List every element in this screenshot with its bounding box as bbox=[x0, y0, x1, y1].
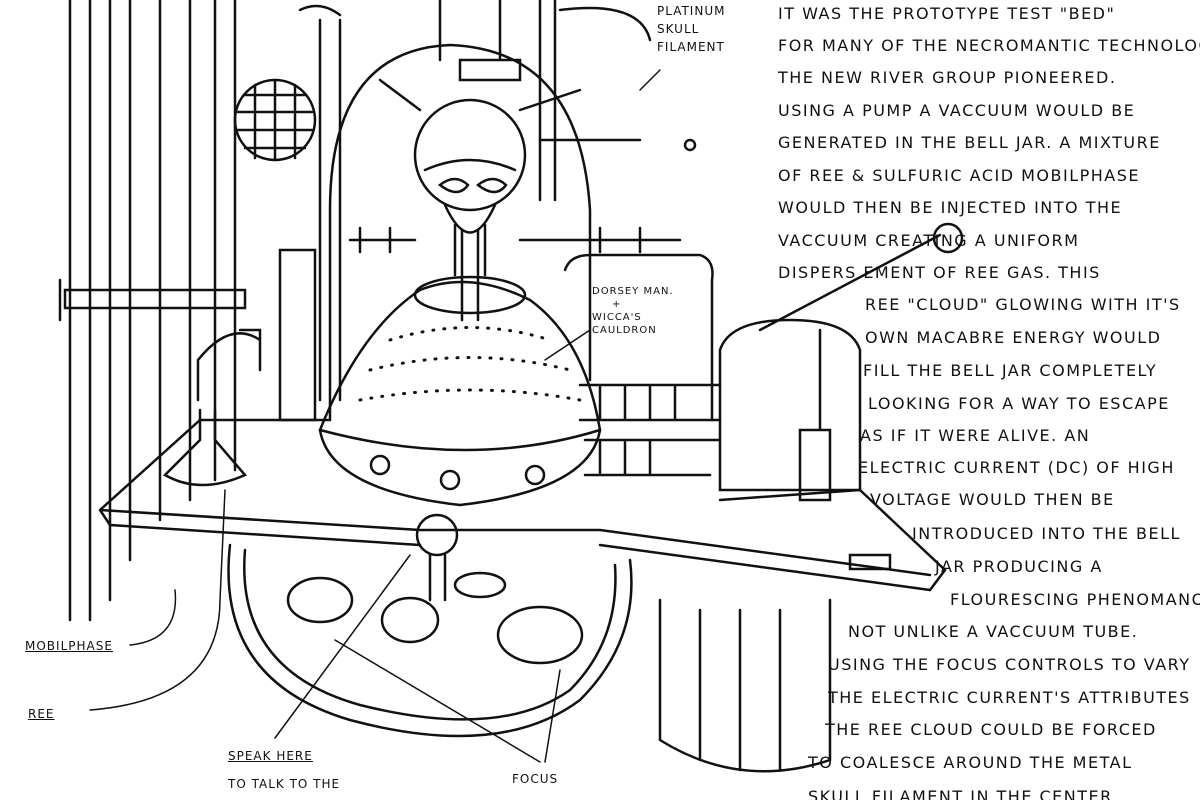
description-line: Using the focus controls to vary bbox=[828, 655, 1191, 674]
leader-lines bbox=[89, 69, 661, 763]
focus-label: Focus bbox=[512, 772, 559, 786]
description-line: for many of the Necromantic technologies bbox=[778, 36, 1200, 55]
speaker-stem bbox=[428, 553, 447, 602]
description-line: jar producing a bbox=[935, 557, 1103, 576]
top-pipes bbox=[298, 0, 652, 82]
description-line: fill the bell jar completely bbox=[863, 361, 1158, 380]
skull-filament bbox=[348, 78, 697, 322]
description-line: of REE & sulfuric acid mobilphase bbox=[778, 166, 1141, 185]
bell-jar bbox=[328, 43, 592, 422]
control-disc bbox=[227, 543, 633, 738]
description-line: would then be injected into the bbox=[778, 198, 1123, 217]
description-line: not unlike a vaccuum tube. bbox=[848, 622, 1139, 641]
description-line: to coalesce around the metal bbox=[808, 753, 1133, 772]
description-line: looking for a way to escape bbox=[868, 394, 1170, 413]
pedestal bbox=[658, 598, 832, 773]
description-line: introduced into the bell bbox=[912, 524, 1181, 543]
description-line: REE "cloud" glowing with it's bbox=[865, 295, 1181, 314]
description-line: flourescing phenomanon bbox=[950, 590, 1200, 609]
description-line: own macabre energy would bbox=[865, 328, 1162, 347]
coils bbox=[578, 383, 722, 477]
ree-label: REE bbox=[28, 707, 55, 721]
mobilphase-label: Mobilphase bbox=[25, 639, 113, 653]
description-line: voltage would then be bbox=[870, 490, 1115, 509]
description-line: vaccuum creating a uniform bbox=[778, 231, 1080, 250]
description-line: as if it were alive. An bbox=[860, 426, 1091, 445]
label-line: Wicca's bbox=[592, 312, 642, 323]
lever-box bbox=[718, 222, 964, 502]
platinum-skull-filament-label: Platinum Skull Filament bbox=[657, 2, 725, 56]
description-line: the New River Group pioneered. bbox=[778, 68, 1117, 87]
back-panel bbox=[563, 253, 714, 422]
vent bbox=[848, 553, 892, 571]
description-line: generated in the bell jar. A mixture bbox=[778, 133, 1161, 152]
flask bbox=[162, 248, 317, 487]
description-line: Dispers ement of REE gas. This bbox=[778, 263, 1101, 282]
description-line: electric current (DC) of high bbox=[858, 458, 1175, 477]
description-line: It was the prototype test "Bed" bbox=[778, 4, 1116, 23]
speaker bbox=[415, 513, 459, 557]
description-line: the REE cloud could be forced bbox=[825, 720, 1157, 739]
cauldron-dome bbox=[318, 275, 602, 507]
cauldron-label: Dorsey Man. + Wicca's Cauldron bbox=[592, 285, 674, 337]
support-tubes bbox=[318, 0, 557, 402]
label-line: + bbox=[612, 299, 622, 310]
wall-pipes bbox=[58, 0, 247, 622]
description-line: skull filament in the center bbox=[808, 787, 1113, 800]
label-line: Platinum bbox=[657, 4, 726, 18]
label-line: Filament bbox=[657, 40, 725, 54]
table-top bbox=[98, 418, 947, 592]
label-line: Cauldron bbox=[592, 325, 657, 336]
description-line: the electric current's attributes bbox=[828, 688, 1191, 707]
label-line: Skull bbox=[657, 22, 700, 36]
label-line: Dorsey Man. bbox=[592, 286, 674, 297]
speak-here-label: Speak Here bbox=[228, 749, 313, 763]
mesh-globe bbox=[233, 78, 317, 162]
description-line: Using a pump a vaccuum would be bbox=[778, 101, 1136, 120]
speak-here-sub: To talk to the bbox=[228, 777, 341, 791]
